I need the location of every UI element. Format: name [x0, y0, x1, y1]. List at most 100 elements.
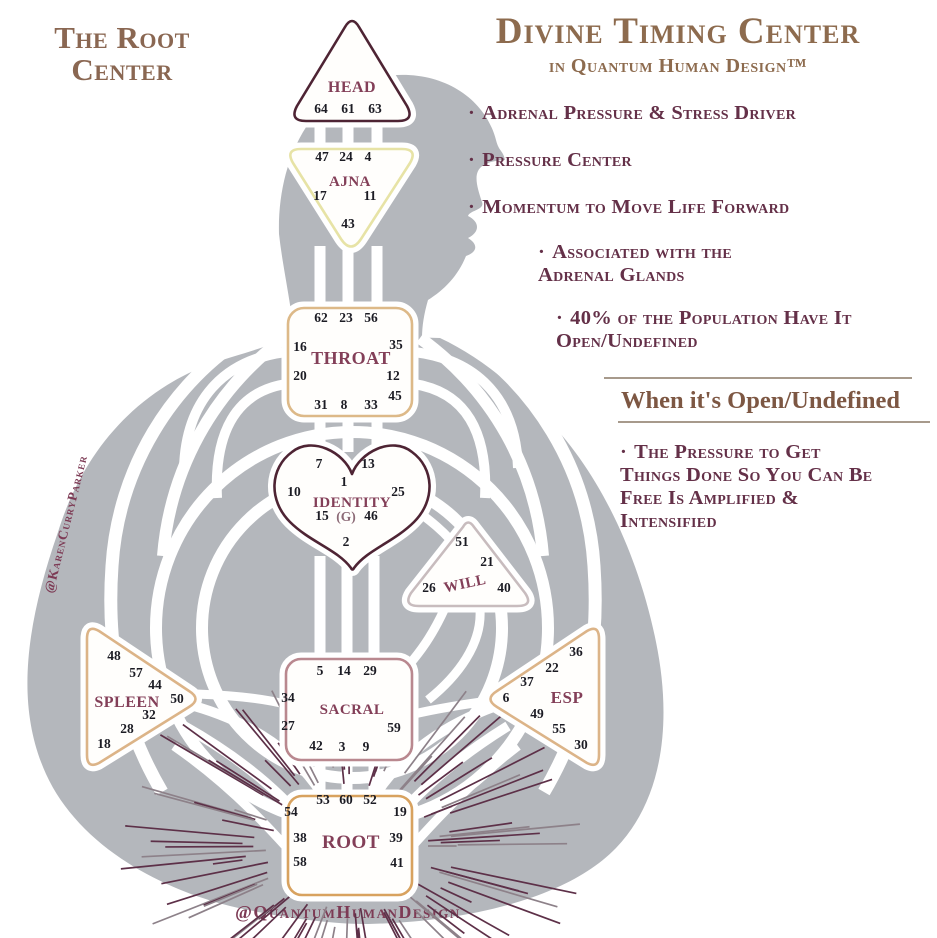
- burst-ray: [166, 871, 268, 906]
- gate-number: 18: [97, 736, 111, 751]
- gate-number: 60: [339, 792, 353, 807]
- bullet-dot: ·: [468, 196, 476, 219]
- burst-ray: [440, 887, 472, 903]
- gate-number: 22: [545, 660, 559, 675]
- root-center-shape: [286, 794, 414, 897]
- gate-number: 53: [316, 792, 330, 807]
- burst-ray: [281, 903, 309, 938]
- gate-number: 50: [170, 691, 184, 706]
- gate-number: 39: [389, 830, 403, 845]
- burst-ray: [417, 883, 510, 937]
- gate-number: 14: [337, 663, 351, 678]
- burst-ray: [425, 895, 492, 938]
- burst-ray: [159, 734, 264, 796]
- gate-number: 32: [142, 707, 156, 722]
- burst-ray: [388, 918, 401, 938]
- gate-number: 35: [389, 337, 403, 352]
- burst-ray: [439, 871, 558, 908]
- gate-number: 59: [387, 720, 401, 735]
- esp-center-label: ESP: [551, 688, 584, 707]
- gate-number: 25: [391, 484, 405, 499]
- burst-ray: [152, 877, 269, 925]
- gate-number: 46: [364, 508, 378, 523]
- burst-ray: [238, 890, 297, 938]
- bullet-text: Momentum to Move Life Forward: [482, 196, 790, 219]
- gate-number: 15: [315, 508, 329, 523]
- burst-ray: [439, 746, 545, 802]
- gate-number: 24: [339, 149, 353, 164]
- burst-ray: [457, 842, 568, 846]
- identity-center-shape: [273, 444, 431, 571]
- ajna-center-shape: [289, 147, 414, 248]
- gate-number: 4: [365, 149, 372, 164]
- gate-number: 57: [129, 665, 143, 680]
- gate-number: 38: [293, 830, 307, 845]
- bullet-dot: ·: [538, 241, 546, 264]
- gate-number: 61: [341, 101, 355, 116]
- burst-ray: [439, 825, 530, 838]
- gate-number: 45: [388, 388, 402, 403]
- burst-ray: [234, 809, 267, 821]
- burst-ray: [415, 900, 462, 938]
- gate-number: 7: [316, 456, 323, 471]
- burst-ray: [252, 906, 287, 938]
- gate-number: 36: [569, 644, 583, 659]
- gate-number: 30: [574, 737, 588, 752]
- burst-ray: [425, 757, 493, 800]
- burst-ray: [125, 825, 255, 839]
- burst-ray: [430, 769, 544, 815]
- burst-ray: [235, 708, 300, 786]
- burst-ray: [359, 907, 367, 938]
- burst-ray: [450, 823, 580, 838]
- gate-number: 23: [339, 310, 353, 325]
- root-center-label: ROOT: [322, 832, 380, 853]
- burst-ray: [293, 918, 308, 938]
- divider-line-bottom: [618, 420, 930, 423]
- burst-ray: [222, 819, 274, 832]
- bullet-pressure-center: ·Pressure Center: [468, 149, 863, 172]
- burst-ray: [440, 839, 500, 844]
- burst-ray: [399, 716, 466, 791]
- bullet-population: ·40% of the Population Have It Open/Unde…: [556, 307, 866, 353]
- burst-ray: [230, 904, 275, 938]
- burst-ray: [241, 709, 296, 777]
- burst-ray: [120, 855, 246, 870]
- burst-ray: [428, 832, 540, 842]
- burst-ray: [154, 792, 255, 821]
- gate-number: 63: [368, 101, 382, 116]
- burst-ray: [417, 761, 464, 796]
- bullet-open-pressure: ·The Pressure to Get Things Done So You …: [620, 441, 882, 533]
- burst-ray: [391, 918, 405, 938]
- bullet-dot: ·: [620, 440, 628, 463]
- head-center-label: HEAD: [328, 79, 376, 96]
- gate-number: 37: [520, 674, 534, 689]
- burst-ray: [193, 801, 256, 821]
- page-title-left: The Root Center: [54, 20, 190, 87]
- burst-ray: [150, 840, 243, 845]
- gate-number: 31: [314, 397, 328, 412]
- gate-number: 16: [293, 339, 307, 354]
- gate-number: 40: [497, 580, 511, 595]
- gate-number: 44: [148, 677, 162, 692]
- bullet-momentum: · Momentum to Move Life Forward: [468, 196, 808, 219]
- burst-ray: [403, 690, 467, 774]
- burst-ray: [331, 926, 336, 938]
- burst-ray: [403, 890, 460, 938]
- sacral-center-shape: [284, 657, 414, 762]
- bullet-text: Adrenal Pressure & Stress Driver: [482, 102, 797, 125]
- open-undefined-heading: When it's Open/Undefined: [620, 386, 901, 414]
- bullet-text: The Pressure to Get Things Done So You C…: [620, 440, 873, 532]
- burst-ray: [182, 723, 272, 790]
- gate-number: 48: [107, 648, 121, 663]
- burst-ray: [420, 709, 509, 786]
- burst-ray: [320, 919, 329, 938]
- spleen-center-label: SPLEEN: [94, 694, 159, 711]
- main-title: Divine Timing Center: [495, 11, 861, 52]
